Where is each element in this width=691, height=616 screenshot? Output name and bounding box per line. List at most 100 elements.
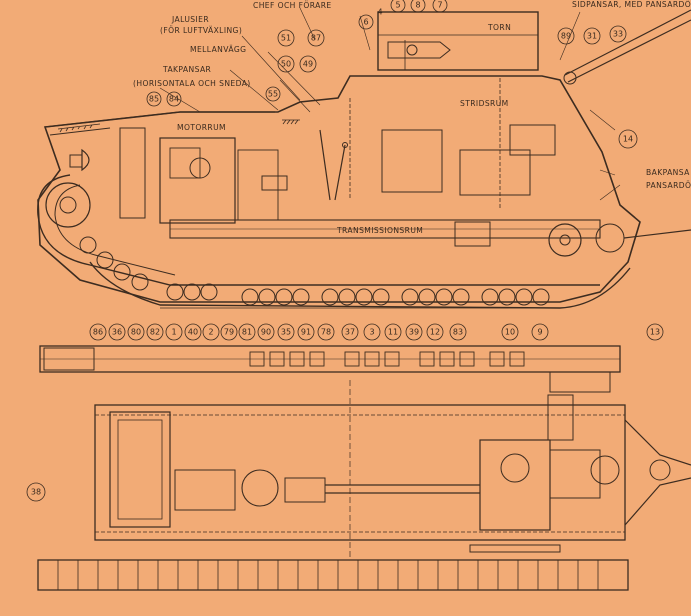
- callout-circle: 85: [146, 91, 162, 107]
- callout-circle: 39: [405, 323, 423, 341]
- svg-text:3: 3: [369, 328, 374, 337]
- label-takpansar-sub: (HORISONTALA OCH SNEDA): [133, 79, 251, 88]
- plan-track-links: [57, 560, 599, 590]
- svg-text:55: 55: [268, 90, 278, 99]
- callout-circle: 83: [449, 323, 467, 341]
- callout-circle: 81: [238, 323, 256, 341]
- callout-circle: 40: [184, 323, 202, 341]
- label-for-luftvaxling: (FÖR LUFTVÄXLING): [160, 26, 242, 35]
- callout-circle: 91: [297, 323, 315, 341]
- callout-circle: 11: [384, 323, 402, 341]
- svg-text:1: 1: [171, 328, 176, 337]
- svg-text:10: 10: [505, 328, 515, 337]
- svg-text:81: 81: [242, 328, 252, 337]
- svg-text:82: 82: [150, 328, 160, 337]
- callout-circle: 82: [146, 323, 164, 341]
- svg-text:38: 38: [31, 488, 41, 497]
- svg-text:80: 80: [131, 328, 141, 337]
- label-pansardor: PANSARDÖ: [646, 181, 691, 190]
- callout-circle: 6: [358, 14, 374, 30]
- svg-text:51: 51: [281, 34, 291, 43]
- svg-text:91: 91: [301, 328, 311, 337]
- plan-track-bottom: [37, 559, 629, 591]
- hull-outline: [37, 75, 641, 303]
- callout-circle: 35: [277, 323, 295, 341]
- svg-text:9: 9: [537, 328, 542, 337]
- svg-text:79: 79: [224, 328, 234, 337]
- callout-circle: 79: [220, 323, 238, 341]
- svg-text:33: 33: [613, 30, 623, 39]
- label-bakpansar: BAKPANSA: [646, 168, 690, 177]
- svg-text:6: 6: [363, 18, 368, 27]
- callout-circle: 1: [165, 323, 183, 341]
- svg-text:11: 11: [388, 328, 398, 337]
- svg-text:37: 37: [345, 328, 355, 337]
- svg-text:50: 50: [281, 60, 291, 69]
- engine-block: [159, 137, 236, 224]
- callouts-row: 86 36 80 82 1 40 2 79 81 90 35 91 78 37 …: [89, 323, 664, 341]
- callout-circle: 50: [277, 55, 295, 73]
- svg-text:89: 89: [561, 32, 571, 41]
- callout-circle: 33: [609, 25, 627, 43]
- label-takpansar: TAKPANSAR: [162, 65, 212, 74]
- callout-circle: 13: [646, 323, 664, 341]
- callout-circle: 37: [341, 323, 359, 341]
- svg-text:5: 5: [395, 1, 400, 10]
- callout-circle: 31: [583, 27, 601, 45]
- svg-text:12: 12: [430, 328, 440, 337]
- svg-text:39: 39: [409, 328, 419, 337]
- plan-engine: [109, 411, 171, 528]
- callout-circle: 14: [618, 129, 638, 149]
- svg-text:4: 4: [377, 8, 382, 17]
- callout-circle: 2: [202, 323, 220, 341]
- plan-view: 38: [26, 345, 691, 591]
- svg-text:2: 2: [208, 328, 213, 337]
- callouts-top: 5 8 7 6 4 51 87 50 49 85 84 55 89 31 33 …: [146, 0, 638, 149]
- plan-hull: [94, 404, 626, 541]
- callout-circle: 36: [108, 323, 126, 341]
- callout-circle: 89: [557, 27, 575, 45]
- callout-circle: 10: [501, 323, 519, 341]
- callout-circle: 3: [363, 323, 381, 341]
- label-torn: TORN: [487, 23, 511, 32]
- callout-circle: 51: [277, 29, 295, 47]
- svg-text:7: 7: [437, 1, 442, 10]
- svg-text:14: 14: [623, 135, 633, 144]
- callout-circle: 84: [166, 91, 182, 107]
- svg-text:8: 8: [415, 1, 420, 10]
- label-chef-och-forare: CHEF OCH FÖRARE: [253, 1, 332, 10]
- label-motorrum: MOTORRUM: [177, 123, 226, 132]
- callout-circle: 8: [410, 0, 426, 13]
- callout-circle: 38: [26, 482, 46, 502]
- turret: [377, 11, 539, 71]
- svg-text:87: 87: [311, 34, 321, 43]
- track-upper: [37, 174, 600, 286]
- callout-circle: 9: [531, 323, 549, 341]
- svg-text:49: 49: [303, 60, 313, 69]
- callout-circle: 80: [127, 323, 145, 341]
- svg-text:13: 13: [650, 328, 660, 337]
- svg-text:36: 36: [112, 328, 122, 337]
- label-jalusier: JALUSIER: [171, 15, 209, 24]
- road-wheels: [79, 236, 550, 306]
- callout-circle: 5: [390, 0, 406, 13]
- svg-text:83: 83: [453, 328, 463, 337]
- svg-text:90: 90: [261, 328, 271, 337]
- label-mellanvagg: MELLANVÄGG: [190, 45, 246, 54]
- callout-number: 4: [377, 8, 382, 17]
- plan-bogie-boxes: [249, 351, 525, 367]
- callout-circle: 90: [257, 323, 275, 341]
- callout-circle: 12: [426, 323, 444, 341]
- side-elevation: [37, 7, 691, 309]
- svg-text:85: 85: [149, 95, 159, 104]
- svg-text:40: 40: [188, 328, 198, 337]
- label-stridsrum: STRIDSRUM: [460, 99, 509, 108]
- callout-circle: 7: [432, 0, 448, 13]
- label-sidpansar: SIDPANSAR, MED PANSARDÖR: [572, 0, 691, 9]
- callout-circle: 78: [317, 323, 335, 341]
- label-transmissionsrum: TRANSMISSIONSRUM: [336, 226, 423, 235]
- svg-text:78: 78: [321, 328, 331, 337]
- callout-circle: 87: [307, 29, 325, 47]
- svg-text:84: 84: [169, 95, 179, 104]
